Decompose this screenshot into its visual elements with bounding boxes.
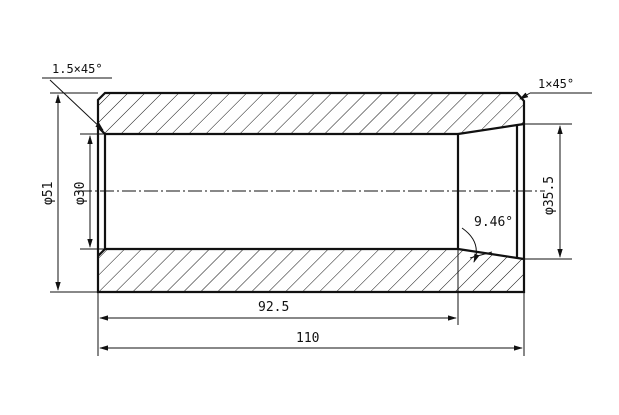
chamfer-left-leader-diag — [49, 79, 104, 131]
outer-diameter-label: φ51 — [41, 182, 56, 205]
chamfer-bottom-edge — [97, 248, 106, 257]
taper-angle-leader — [469, 251, 493, 259]
chamfer-left-label: 1.5×45° — [52, 62, 103, 76]
taper-top-line — [457, 122, 525, 136]
taper-diameter-label: φ35.5 — [542, 176, 557, 215]
lower-wall-section — [98, 249, 524, 292]
total-length-label: 110 — [296, 331, 319, 346]
upper-wall-section — [98, 93, 524, 134]
chamfer-right-leader-diag — [519, 92, 531, 100]
chamfer-right-label: 1×45° — [538, 77, 574, 91]
bore-diameter-label: φ30 — [73, 182, 88, 205]
taper-angle-label: 9.46° — [474, 215, 513, 230]
taper-angle-arc — [461, 227, 480, 263]
taper-bottom-line — [457, 247, 525, 261]
bore-length-label: 92.5 — [258, 300, 289, 315]
